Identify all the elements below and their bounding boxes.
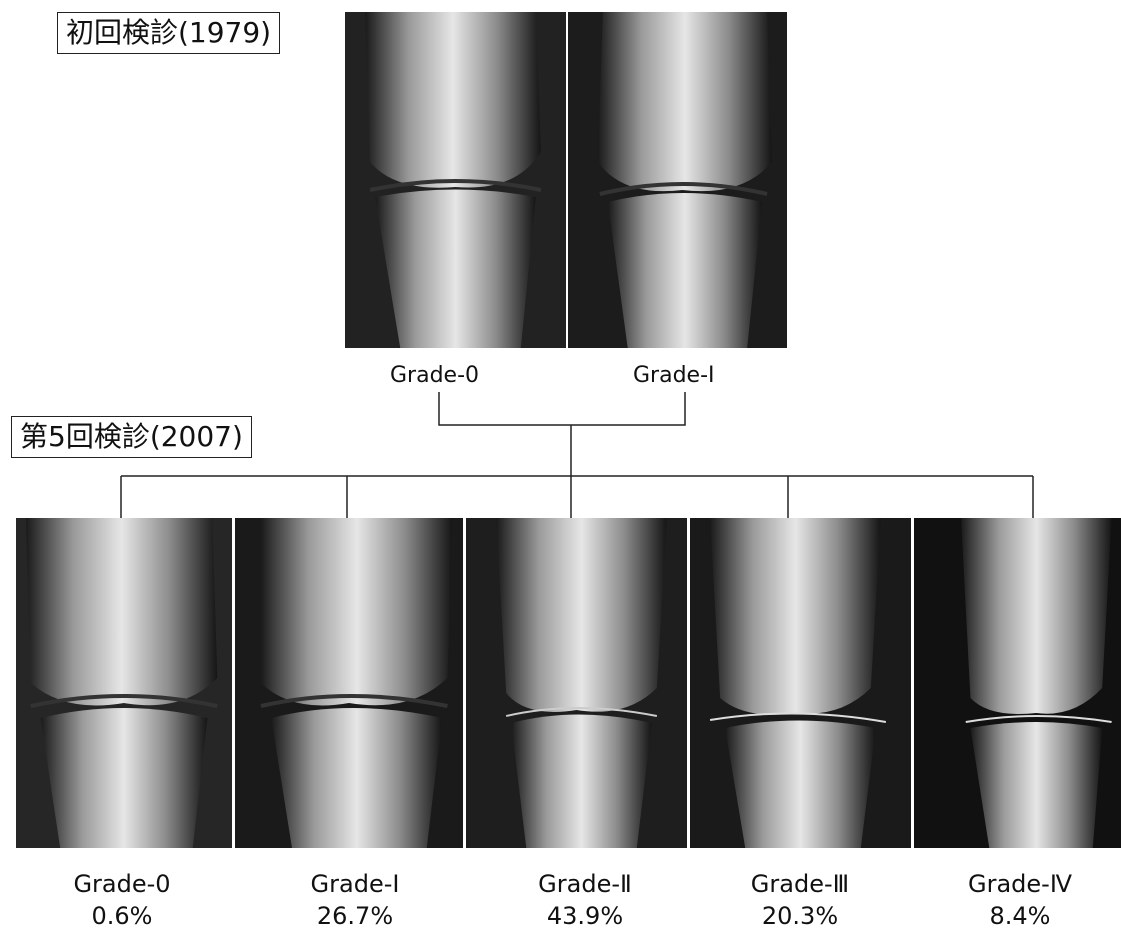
grade-percent: 43.9% — [485, 900, 685, 932]
xray-bottom-grade-1 — [235, 518, 463, 848]
bottom-grade-1: Grade-Ⅰ 26.7% — [255, 868, 455, 933]
bottom-grade-0: Grade-0 0.6% — [22, 868, 222, 933]
initial-exam-label: 初回検診(1979) — [57, 12, 280, 54]
xray-top-grade-0 — [345, 12, 566, 348]
grade-percent: 20.3% — [700, 900, 900, 932]
grade-percent: 26.7% — [255, 900, 455, 932]
xray-top-grade-1 — [568, 12, 787, 348]
top-grade-1-label: Grade-Ⅰ — [633, 362, 715, 390]
grade-percent: 0.6% — [22, 900, 222, 932]
grade-percent: 8.4% — [920, 900, 1120, 932]
xray-bottom-grade-4 — [914, 518, 1121, 848]
bottom-grade-4: Grade-Ⅳ 8.4% — [920, 868, 1120, 933]
xray-bottom-grade-0 — [16, 518, 232, 848]
xray-bottom-grade-2 — [466, 518, 687, 848]
top-grade-0-label: Grade-0 — [390, 362, 479, 390]
fifth-exam-label: 第5回検診(2007) — [11, 416, 252, 458]
grade-label: Grade-Ⅱ — [485, 868, 685, 900]
bottom-grade-2: Grade-Ⅱ 43.9% — [485, 868, 685, 933]
grade-label: Grade-Ⅳ — [920, 868, 1120, 900]
grade-label: Grade-Ⅲ — [700, 868, 900, 900]
grade-label: Grade-0 — [22, 868, 222, 900]
xray-bottom-grade-3 — [690, 518, 911, 848]
grade-label: Grade-Ⅰ — [255, 868, 455, 900]
bottom-grade-3: Grade-Ⅲ 20.3% — [700, 868, 900, 933]
